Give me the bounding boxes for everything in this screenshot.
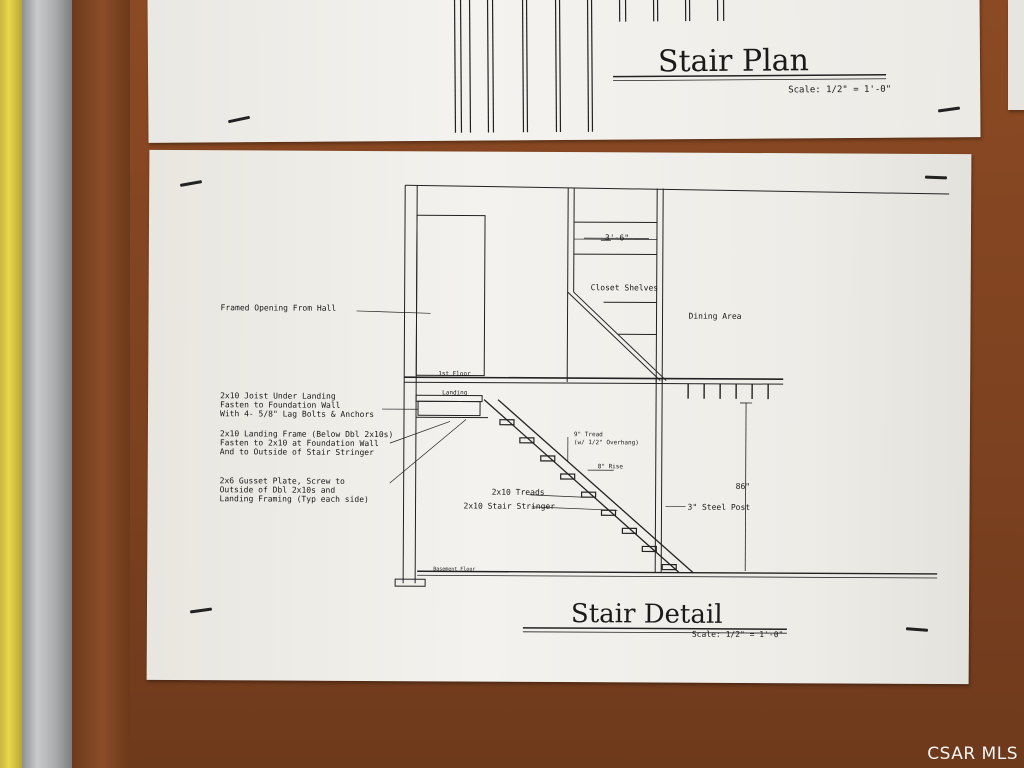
wood-trim [72, 0, 132, 768]
label-framed-opening: Framed Opening From Hall [221, 303, 337, 313]
label-first-floor: 1st Floor [438, 370, 471, 377]
mls-watermark: CSAR MLS [927, 744, 1018, 764]
label-joist-2: Fasten to Foundation Wall [220, 400, 341, 410]
stair-detail-title: Stair Detail [571, 599, 723, 630]
label-height: 86" [736, 482, 751, 491]
label-basement-floor: Basement Floor [433, 566, 475, 572]
label-steel-post: 3" Steel Post [688, 503, 751, 512]
stair-detail-drawing: Framed Opening From Hall 2x10 Joist Unde… [220, 184, 950, 639]
label-landing-1: 2x10 Landing Frame (Below Dbl 2x10s) [220, 429, 393, 439]
label-closet-shelves: Closet Shelves [591, 283, 659, 292]
yellow-frame-edge [0, 0, 22, 768]
paper-edge-right [1008, 0, 1024, 110]
label-closet-dim: 3'-6" [605, 233, 629, 242]
label-treads: 2x10 Treads [492, 488, 545, 497]
label-rise: 8" Rise [598, 463, 624, 470]
label-landing: Landing [442, 389, 468, 396]
stair-plan-title: Stair Plan [658, 43, 809, 79]
label-tread-2: (w/ 1/2" Overhang) [574, 439, 639, 446]
label-tread-1: 9" Tread [574, 431, 603, 438]
label-stringer: 2x10 Stair Stringer [464, 502, 556, 511]
label-gusset-3: Landing Framing (Typ each side) [220, 494, 369, 504]
label-joist-3: With 4- 5/8" Lag Bolts & Anchors [220, 409, 374, 419]
label-gusset-1: 2x6 Gusset Plate, Screw to [220, 476, 345, 486]
label-joist-1: 2x10 Joist Under Landing [220, 391, 336, 401]
metal-frame [22, 0, 72, 768]
label-landing-2: Fasten to 2x10 at Foundation Wall [220, 438, 379, 448]
label-landing-3: And to Outside of Stair Stringer [220, 447, 374, 457]
label-dining-area: Dining Area [689, 312, 742, 321]
stair-plan-drawing: Stair Plan Scale: 1/2" = 1'-0" [453, 0, 891, 133]
stair-plan-sheet: Stair Plan Scale: 1/2" = 1'-0" [147, 0, 981, 143]
stair-detail-scale: Scale: 1/2" = 1'-0" [692, 630, 784, 639]
stair-plan-scale: Scale: 1/2" = 1'-0" [788, 85, 891, 96]
label-gusset-2: Outside of Dbl 2x10s and [220, 485, 336, 495]
stair-detail-sheet: Framed Opening From Hall 2x10 Joist Unde… [146, 149, 972, 685]
